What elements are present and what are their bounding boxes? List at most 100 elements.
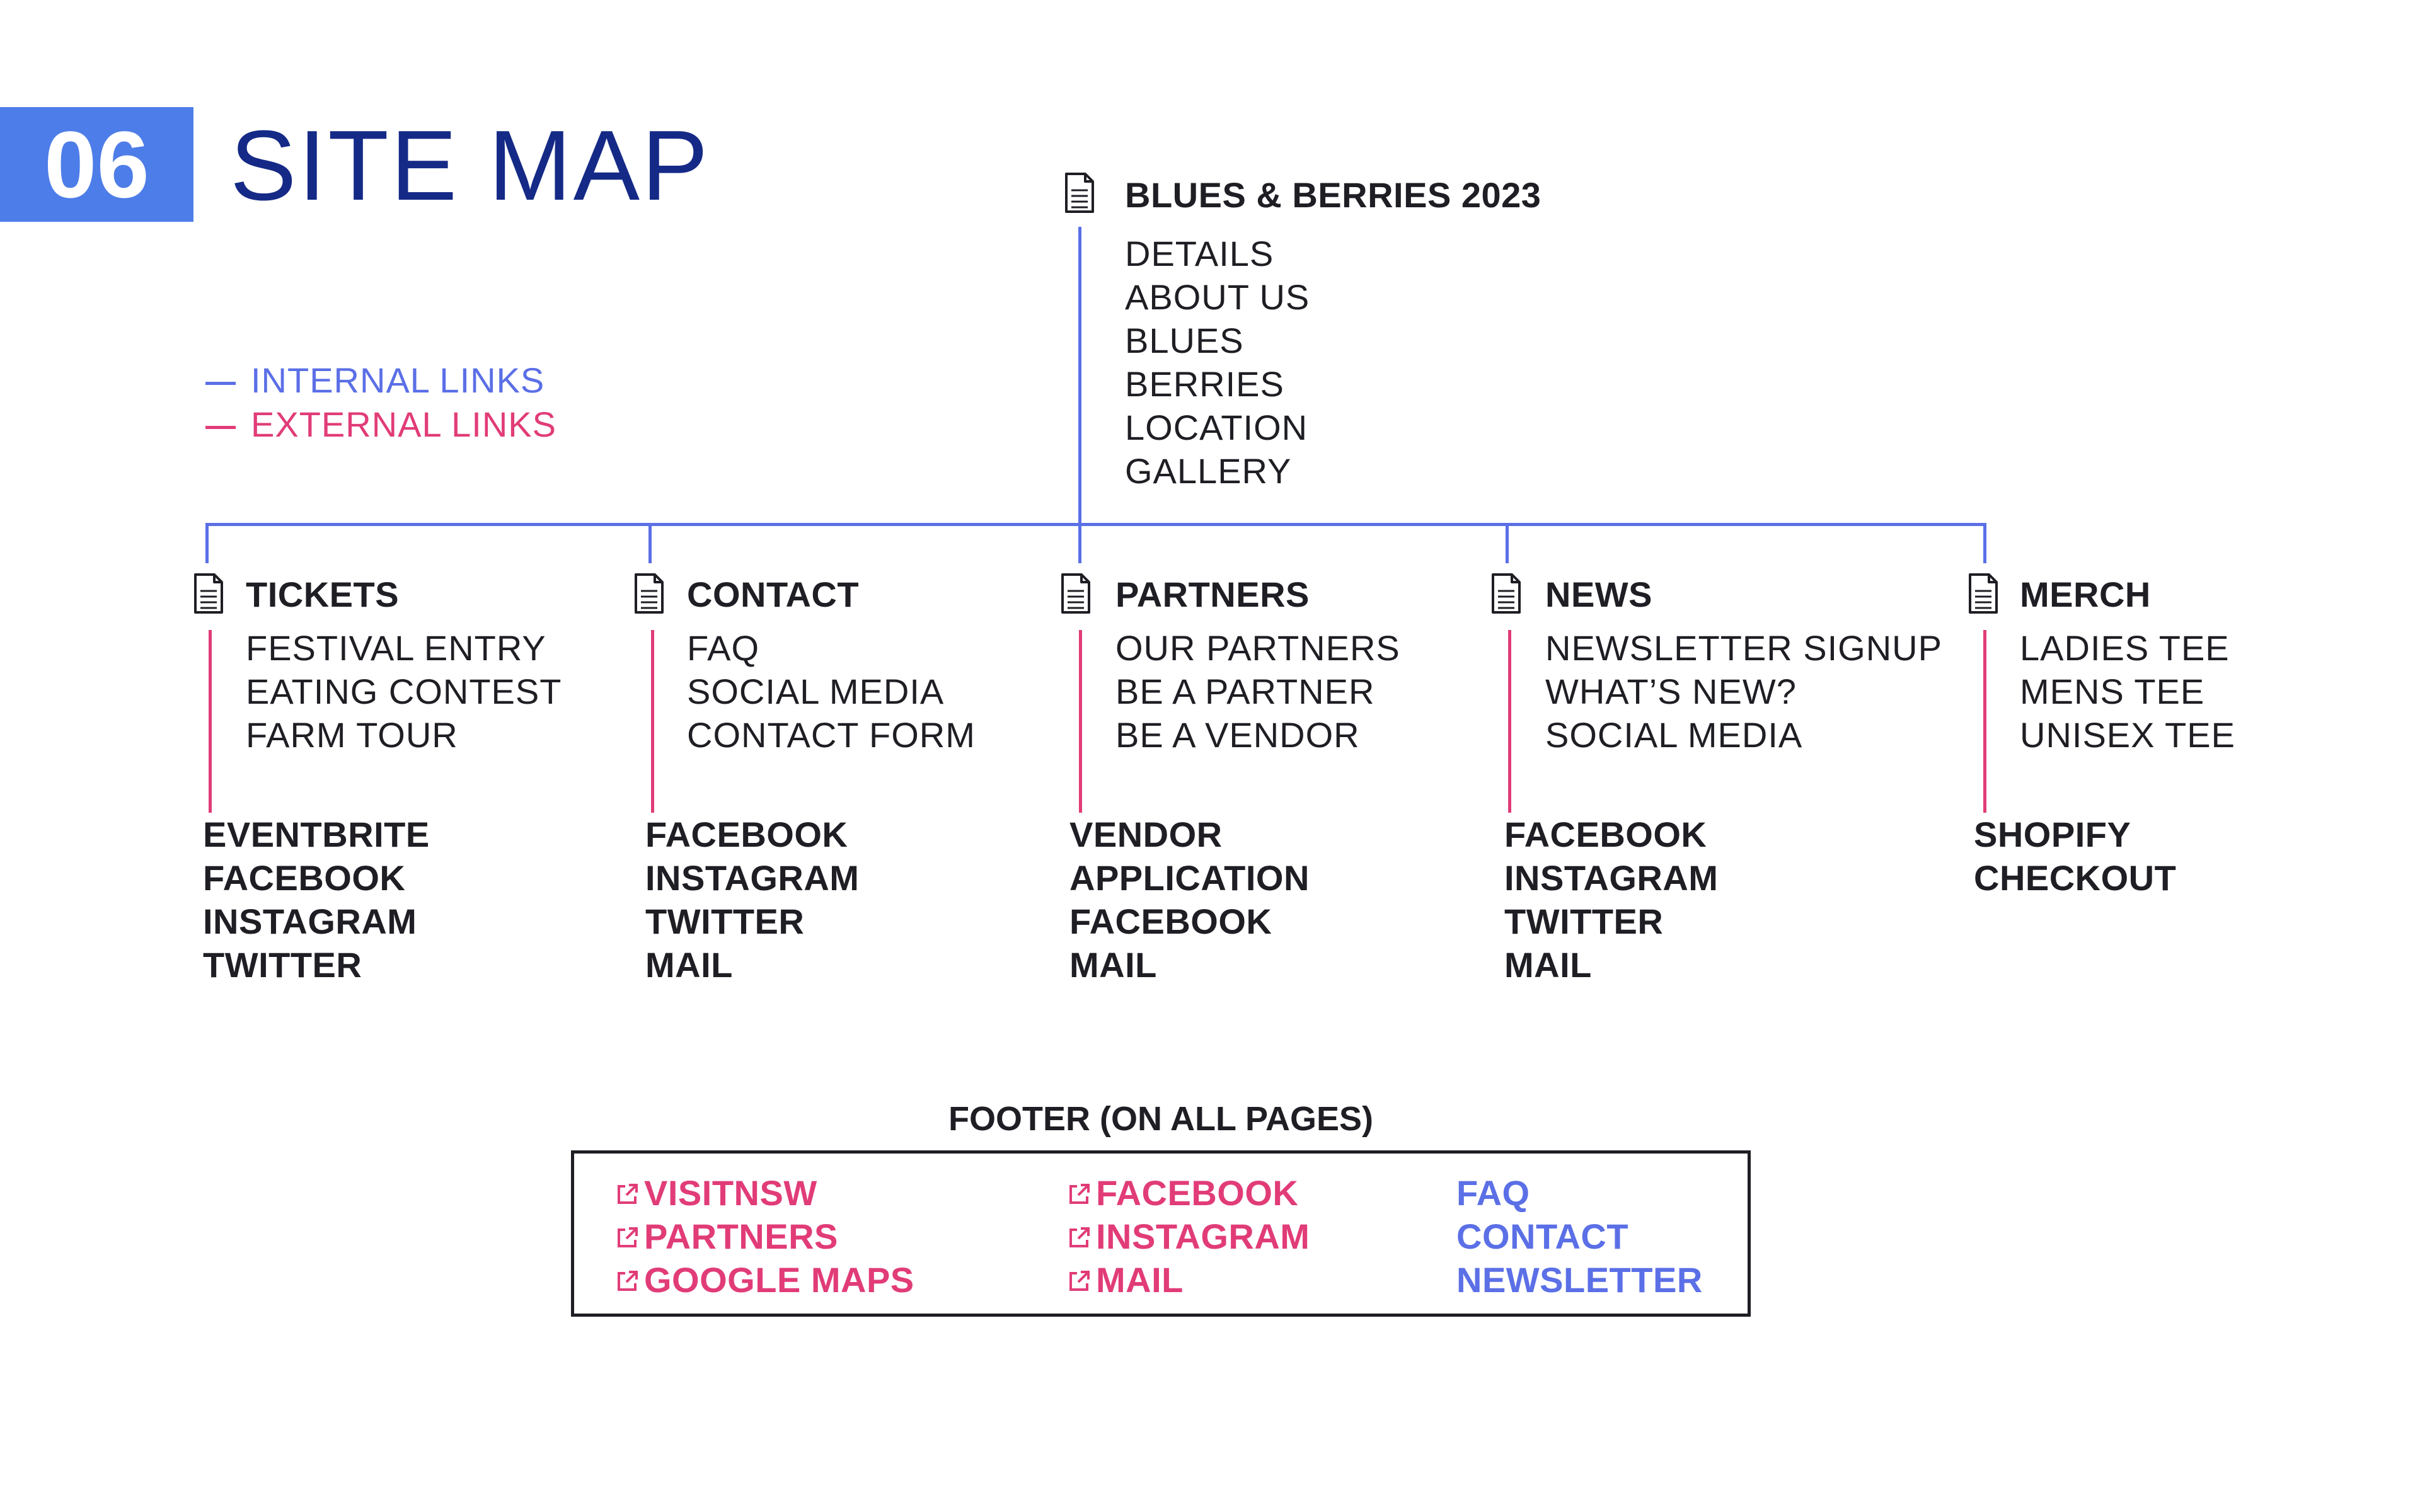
- external-line-merch: [1983, 630, 1986, 813]
- footer-internal-link[interactable]: FAQ: [1456, 1173, 1530, 1213]
- document-icon: [635, 573, 664, 614]
- sections-news: NEWSLETTER SIGNUP WHAT’S NEW? SOCIAL MED…: [1545, 626, 1942, 757]
- section-number-badge: 06: [0, 107, 193, 222]
- root-section-item: ABOUT US: [1125, 277, 1310, 317]
- legend-external-label: EXTERNAL LINKS: [251, 404, 556, 444]
- document-icon: [1492, 573, 1521, 614]
- section-item: BE A PARTNER: [1115, 672, 1375, 711]
- footer-external-link[interactable]: MAIL: [1067, 1258, 1310, 1302]
- root-section-item: LOCATION: [1125, 408, 1308, 447]
- external-link-item: FACEBOOK: [1069, 902, 1272, 941]
- section-item: FESTIVAL ENTRY: [246, 628, 546, 668]
- sections-tickets: FESTIVAL ENTRY EATING CONTEST FARM TOUR: [246, 626, 562, 757]
- node-title-news: NEWS: [1545, 575, 1652, 614]
- external-link-item: FACEBOOK: [203, 858, 406, 898]
- footer-external-link[interactable]: PARTNERS: [615, 1215, 914, 1258]
- root-section-item: BERRIES: [1125, 364, 1284, 404]
- external-links-merch: SHOPIFY CHECKOUT: [1974, 813, 2176, 900]
- branch-line-tickets: [205, 523, 209, 563]
- external-link-item: INSTAGRAM: [1504, 858, 1719, 898]
- legend-internal-swatch: [205, 381, 236, 385]
- footer-external-link[interactable]: GOOGLE MAPS: [615, 1258, 914, 1302]
- section-item: FAQ: [687, 628, 760, 668]
- sections-contact: FAQ SOCIAL MEDIA CONTACT FORM: [687, 626, 976, 757]
- footer-external-col-1: VISITNSW PARTNERS GOOGLE MAPS: [615, 1171, 914, 1302]
- external-link-icon: [618, 1184, 638, 1204]
- footer-link-label: MAIL: [1096, 1260, 1184, 1300]
- footer-title: FOOTER (ON ALL PAGES): [948, 1100, 1373, 1138]
- root-trunk-line: [1078, 227, 1081, 563]
- branch-bus-line: [205, 523, 1986, 526]
- page-title: SITE MAP: [230, 110, 710, 221]
- external-link-icon: [1069, 1271, 1090, 1291]
- branch-line-news: [1506, 523, 1509, 563]
- legend-internal-label: INTERNAL LINKS: [251, 360, 545, 400]
- section-item: OUR PARTNERS: [1115, 628, 1400, 668]
- root-section-item: GALLERY: [1125, 451, 1292, 491]
- legend-external-swatch: [205, 425, 236, 429]
- external-line-partners: [1079, 630, 1082, 813]
- external-link-icon: [618, 1271, 638, 1291]
- document-icon: [1065, 173, 1094, 213]
- root-node-title: BLUES & BERRIES 2023: [1125, 175, 1541, 215]
- section-item: BE A VENDOR: [1115, 715, 1360, 755]
- sections-merch: LADIES TEE MENS TEE UNISEX TEE: [2020, 626, 2235, 757]
- node-title-contact: CONTACT: [687, 575, 860, 614]
- external-link-item: INSTAGRAM: [645, 858, 860, 898]
- external-link-icon: [618, 1227, 638, 1247]
- section-item: NEWSLETTER SIGNUP: [1545, 628, 1942, 668]
- footer-external-link[interactable]: VISITNSW: [615, 1171, 914, 1215]
- node-title-tickets: TICKETS: [246, 575, 400, 614]
- branch-line-merch: [1983, 523, 1986, 563]
- node-title-merch: MERCH: [2020, 575, 2151, 614]
- document-icon: [1969, 573, 1998, 614]
- root-section-item: BLUES: [1125, 321, 1244, 360]
- external-line-news: [1508, 630, 1511, 813]
- external-link-item: CHECKOUT: [1974, 858, 2177, 898]
- section-item: FARM TOUR: [246, 715, 458, 755]
- external-line-tickets: [209, 630, 212, 813]
- external-links-news: FACEBOOK INSTAGRAM TWITTER MAIL: [1504, 813, 1718, 987]
- external-link-item: MAIL: [1069, 945, 1157, 985]
- external-link-item: MAIL: [645, 945, 733, 985]
- branch-line-contact: [648, 523, 652, 563]
- section-item: MENS TEE: [2020, 672, 2205, 711]
- external-links-tickets: EVENTBRITE FACEBOOK INSTAGRAM TWITTER: [203, 813, 430, 987]
- legend-external: EXTERNAL LINKS: [205, 403, 556, 447]
- external-link-item: FACEBOOK: [645, 815, 848, 854]
- root-section-item: DETAILS: [1125, 234, 1274, 273]
- section-item: SOCIAL MEDIA: [1545, 715, 1803, 755]
- footer-internal-link[interactable]: NEWSLETTER: [1456, 1260, 1703, 1300]
- section-item: LADIES TEE: [2020, 628, 2230, 668]
- footer-link-label: PARTNERS: [644, 1217, 838, 1256]
- section-item: UNISEX TEE: [2020, 715, 2235, 755]
- external-link-item: SHOPIFY: [1974, 815, 2131, 854]
- footer-internal-link[interactable]: CONTACT: [1456, 1217, 1629, 1256]
- external-link-item: EVENTBRITE: [203, 815, 430, 854]
- external-link-item: VENDOR: [1069, 815, 1223, 854]
- external-link-item: TWITTER: [645, 902, 805, 941]
- footer-link-label: INSTAGRAM: [1096, 1217, 1310, 1256]
- document-icon: [1061, 573, 1090, 614]
- footer-external-col-2: FACEBOOK INSTAGRAM MAIL: [1067, 1171, 1310, 1302]
- external-link-item: TWITTER: [1504, 902, 1664, 941]
- external-link-item: APPLICATION: [1069, 858, 1310, 898]
- node-title-partners: PARTNERS: [1115, 575, 1310, 614]
- legend-internal: INTERNAL LINKS: [205, 358, 544, 403]
- external-link-item: FACEBOOK: [1504, 815, 1707, 854]
- external-link-icon: [1069, 1184, 1090, 1204]
- section-item: SOCIAL MEDIA: [687, 672, 945, 711]
- document-icon: [194, 573, 223, 614]
- section-item: WHAT’S NEW?: [1545, 672, 1797, 711]
- external-links-partners: VENDOR APPLICATION FACEBOOK MAIL: [1069, 813, 1310, 987]
- root-sections: DETAILS ABOUT US BLUES BERRIES LOCATION …: [1125, 232, 1310, 493]
- footer-link-label: VISITNSW: [644, 1173, 817, 1213]
- sections-partners: OUR PARTNERS BE A PARTNER BE A VENDOR: [1115, 626, 1400, 757]
- footer-link-label: GOOGLE MAPS: [644, 1260, 914, 1300]
- footer-external-link[interactable]: INSTAGRAM: [1067, 1215, 1310, 1258]
- footer-link-label: FACEBOOK: [1096, 1173, 1299, 1213]
- external-link-icon: [1069, 1227, 1090, 1247]
- footer-external-link[interactable]: FACEBOOK: [1067, 1171, 1310, 1215]
- footer-internal-col: FAQ CONTACT NEWSLETTER: [1456, 1171, 1703, 1302]
- external-line-contact: [651, 630, 654, 813]
